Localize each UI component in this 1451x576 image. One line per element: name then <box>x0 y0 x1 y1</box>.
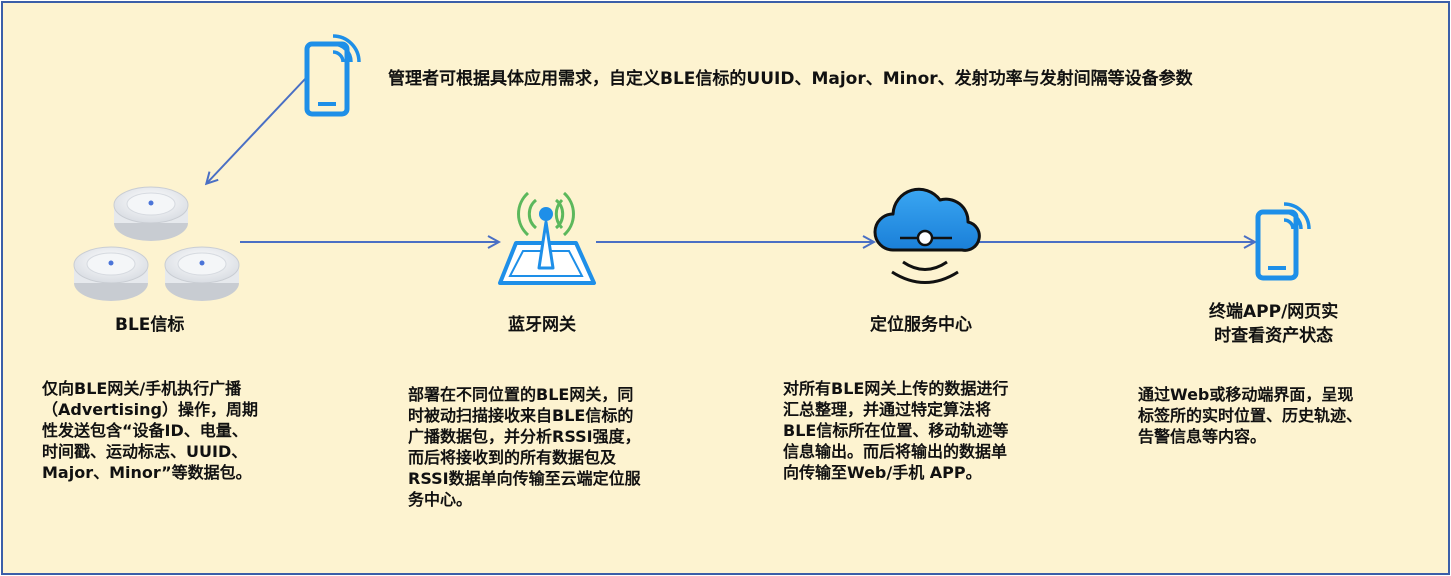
desc-line: 信息输出。而后将输出的数据单 <box>783 442 1008 461</box>
terminal-label: 终端APP/网页实 时查看资产状态 <box>1209 300 1338 348</box>
desc-line: （Advertising）操作，周期 <box>42 400 258 419</box>
desc-line: 告警信息等内容。 <box>1138 427 1267 446</box>
desc-line: 而后将接收到的所有数据包及 <box>408 448 617 467</box>
desc-line: BLE信标所在位置、移动轨迹等 <box>783 421 1009 440</box>
terminal-label-line: 终端APP/网页实 <box>1209 302 1339 322</box>
terminal-phone-icon <box>1255 202 1311 281</box>
beacon-icon <box>73 186 240 301</box>
desc-line: 部署在不同位置的BLE网关，同 <box>408 385 634 404</box>
gateway-description: 部署在不同位置的BLE网关，同 时被动扫描接收来自BLE信标的 广播数据包，并分… <box>408 384 641 510</box>
phone-icon <box>304 34 361 117</box>
desc-line: 向传输至Web/手机 APP。 <box>783 463 982 482</box>
gateway-label: 蓝牙网关 <box>508 315 576 335</box>
desc-line: 性发送包含“设备ID、电量、 <box>42 421 248 440</box>
beacon-description: 仅向BLE网关/手机执行广播 （Advertising）操作，周期 性发送包含“… <box>42 378 258 483</box>
desc-line: 汇总整理，并通过特定算法将 <box>783 400 992 419</box>
desc-line: 时被动扫描接收来自BLE信标的 <box>408 406 634 425</box>
gateway-icon <box>498 191 596 285</box>
desc-line: 通过Web或移动端界面，呈现 <box>1138 385 1354 404</box>
terminal-description: 通过Web或移动端界面，呈现 标签所的实时位置、历史轨迹、 告警信息等内容。 <box>1138 384 1362 447</box>
desc-line: 对所有BLE网关上传的数据进行 <box>783 379 1009 398</box>
desc-line: Major、Minor”等数据包。 <box>42 463 252 482</box>
desc-line: RSSI数据单向传输至云端定位服 <box>408 469 641 488</box>
desc-line: 时间戳、运动标志、UUID、 <box>42 442 248 461</box>
desc-line: 广播数据包，并分析RSSI强度， <box>408 427 641 446</box>
arrow-phone-to-beacon <box>207 77 307 183</box>
cloud-label: 定位服务中心 <box>870 315 972 335</box>
cloud-description: 对所有BLE网关上传的数据进行 汇总整理，并通过特定算法将 BLE信标所在位置、… <box>783 378 1008 483</box>
beacon-label: BLE信标 <box>115 315 185 335</box>
desc-line: 仅向BLE网关/手机执行广播 <box>42 379 242 398</box>
desc-line: 标签所的实时位置、历史轨迹、 <box>1138 406 1363 425</box>
desc-line: 务中心。 <box>408 490 473 509</box>
terminal-label-line: 时查看资产状态 <box>1214 326 1334 346</box>
cloud-icon <box>873 187 981 284</box>
top-note: 管理者可根据具体应用需求，自定义BLE信标的UUID、Major、Minor、发… <box>388 69 1193 89</box>
